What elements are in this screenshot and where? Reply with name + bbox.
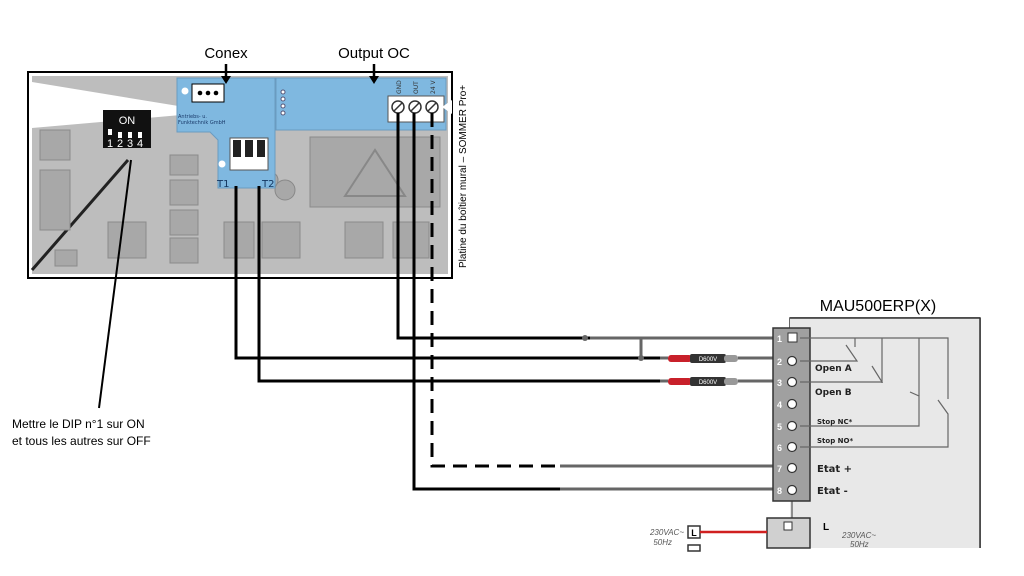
wire-t2 xyxy=(257,186,660,383)
pointer-arrows xyxy=(224,64,376,78)
board-side-label: Platine du boîtier mural – SOMMER Pro+ xyxy=(458,85,469,268)
wire-gnd xyxy=(396,113,590,340)
device-wires xyxy=(560,336,775,491)
wires xyxy=(234,113,660,491)
open-b-label: Open B xyxy=(815,388,852,398)
wire-t1 xyxy=(234,186,660,360)
power-l-label: L xyxy=(823,522,829,533)
zoom-wedge xyxy=(32,82,215,128)
terminal-number: 7 xyxy=(777,464,782,474)
note-pointer-line xyxy=(98,159,132,409)
power-l-box-label: L xyxy=(691,528,697,538)
junction xyxy=(638,355,644,361)
terminal-strip xyxy=(772,327,811,502)
junction xyxy=(582,335,588,341)
power-right-frequency: 50Hz xyxy=(850,540,869,549)
etat-minus-label: Etat - xyxy=(817,486,848,497)
resistor-label: D600V xyxy=(699,380,717,386)
dip-number: 3 xyxy=(127,138,133,150)
terminal-number: 5 xyxy=(777,422,782,432)
pcb-text: Funktechnik GmbH xyxy=(178,120,226,126)
terminal-number: 4 xyxy=(777,400,782,410)
output-terminal-block xyxy=(387,95,445,123)
note-line-1: Mettre le DIP n°1 sur ON xyxy=(12,417,145,431)
stop-no-label: Stop NO* xyxy=(817,437,853,445)
stop-nc-label: Stop NC* xyxy=(817,418,853,426)
conex-label: Conex xyxy=(204,45,248,62)
dip-switch xyxy=(103,110,151,148)
resistor-label: D600V xyxy=(699,357,717,363)
terminal-number: 3 xyxy=(777,378,782,388)
dip-on-label: ON xyxy=(119,115,136,127)
wall-unit-board: Antriebs- u. Funktechnik GmbH T1 T2 GND … xyxy=(27,71,453,279)
resistor-open-b xyxy=(668,377,738,386)
t1-label: T1 xyxy=(216,179,229,190)
jumper-block xyxy=(229,137,269,171)
power-left-voltage: 230VAC~ xyxy=(649,528,684,537)
output-oc-label: Output OC xyxy=(338,45,410,62)
gnd-label: GND xyxy=(396,80,403,94)
wire-out xyxy=(412,113,560,491)
power-right-voltage: 230VAC~ xyxy=(841,531,876,540)
terminal-number: 8 xyxy=(777,486,782,496)
etat-plus-label: Etat + xyxy=(817,464,852,475)
dip-number: 4 xyxy=(137,138,143,150)
dip-number: 1 xyxy=(107,138,113,150)
terminal-number: 1 xyxy=(777,334,782,344)
wire-24v xyxy=(430,113,560,468)
dip-number: 2 xyxy=(117,138,123,150)
device-title: MAU500ERP(X) xyxy=(820,298,936,315)
terminal-number: 6 xyxy=(777,443,782,453)
t2-label: T2 xyxy=(261,179,274,190)
pcb-text: Antriebs- u. xyxy=(178,114,207,120)
power-input xyxy=(687,525,767,552)
resistor-open-a xyxy=(668,354,738,363)
note-line-2: et tous les autres sur OFF xyxy=(12,434,151,448)
terminal-number: 2 xyxy=(777,357,782,367)
out-label: OUT xyxy=(413,81,420,94)
power-left-frequency: 50Hz xyxy=(653,538,672,547)
open-a-label: Open A xyxy=(815,364,852,374)
24v-label: 24 V xyxy=(430,79,437,94)
mau500-device xyxy=(766,317,981,549)
